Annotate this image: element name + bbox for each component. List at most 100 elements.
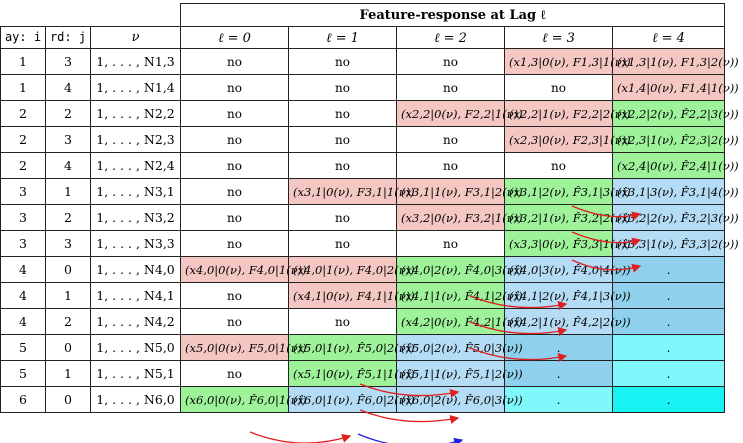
feature-response-pair: (x̂5,0|2(ν), F̂5,0|3(ν)) (401, 340, 523, 355)
cell-lag-1: no (288, 152, 398, 179)
cell-lag-1: (x̂6,0|1(ν), F̂6,0|2(ν)) (288, 386, 415, 413)
no-entry-label: no (227, 158, 242, 173)
cell-claim-range: 1, . . . , N2,2 (89, 100, 182, 127)
cell-lag-0: no (180, 204, 290, 231)
cell-lag-2: (x4,1|1(ν), F̂4,1|2(ν)) (396, 282, 523, 309)
no-entry-label: no (335, 158, 350, 173)
cell-lag-1: no (288, 308, 398, 335)
cell-lag-0: no (180, 74, 290, 101)
header-lag-0: ℓ = 0 (180, 26, 290, 49)
cell-lag-2: (x̂5,1|1(ν), F̂5,1|2(ν)) (396, 360, 523, 387)
no-entry-label: no (227, 106, 242, 121)
cell-lag-0: no (180, 282, 290, 309)
cell-lag-2: (x̂6,0|2(ν), F̂6,0|3(ν)) (396, 386, 523, 413)
no-entry-label: no (227, 314, 242, 329)
feature-response-pair: (x3,1|1(ν), F3,1|2(ν)) (401, 184, 523, 199)
cell-lag-3: (x3,1|2(ν), F̂3,1|3(ν)) (504, 178, 631, 205)
no-entry-label: no (443, 132, 458, 147)
cell-lag-0: no (180, 100, 290, 127)
header-lag-2: ℓ = 2 (396, 26, 506, 49)
cell-accident-year: 4 (0, 308, 46, 335)
feature-response-pair: (x̂5,1|1(ν), F̂5,1|2(ν)) (401, 366, 523, 381)
cell-lag-2: (x̂5,0|2(ν), F̂5,0|3(ν)) (396, 334, 523, 361)
cell-lag-0: no (180, 126, 290, 153)
feature-response-pair: (x6,0|0(ν), F̂6,0|1(ν)) (185, 392, 307, 407)
cell-lag-1: no (288, 230, 398, 257)
cell-accident-year: 5 (0, 360, 46, 387)
cell-lag-2: no (396, 74, 506, 101)
header-col-j: rd: j (45, 26, 91, 49)
feature-response-pair: (x̂4,0|3(ν), F̂4,0|4(ν)) (509, 262, 631, 277)
cell-accident-year: 4 (0, 256, 46, 283)
feature-response-pair: (x3,1|2(ν), F̂3,1|3(ν)) (509, 184, 631, 199)
cell-reporting-delay: 0 (45, 334, 91, 361)
feature-response-pair: (x̂3,2|2(ν), F̂3,2|3(ν)) (617, 210, 739, 225)
cell-lag-3: no (504, 74, 614, 101)
cell-lag-4: . (612, 334, 726, 361)
cell-reporting-delay: 3 (45, 126, 91, 153)
feature-response-pair: (x5,0|0(ν), F5,0|1(ν)) (185, 340, 307, 355)
cell-accident-year: 3 (0, 230, 46, 257)
cell-lag-0: (x4,0|0(ν), F4,0|1(ν)) (180, 256, 307, 283)
cell-lag-0: no (180, 152, 290, 179)
cell-accident-year: 1 (0, 48, 46, 75)
no-entry-label: no (443, 54, 458, 69)
cell-claim-range: 1, . . . , N4,1 (89, 282, 182, 309)
header-col-nu: ν (89, 26, 182, 49)
cell-claim-range: 1, . . . , N5,0 (89, 334, 182, 361)
cell-accident-year: 3 (0, 204, 46, 231)
cell-lag-4: (x2,3|1(ν), F̂2,3|2(ν)) (612, 126, 739, 153)
cell-lag-0: no (180, 308, 290, 335)
feature-response-pair: (x3,2|0(ν), F3,2|1(ν)) (401, 210, 523, 225)
cell-lag-1: no (288, 48, 398, 75)
header-col-j-label: rd: j (49, 30, 87, 44)
header-lag-1: ℓ = 1 (288, 26, 398, 49)
cell-lag-4: (x̂3,1|3(ν), F̂3,1|4(ν)) (612, 178, 739, 205)
cell-reporting-delay: 0 (45, 386, 91, 413)
cell-lag-1: (x4,0|1(ν), F4,0|2(ν)) (288, 256, 415, 283)
cell-reporting-delay: 4 (45, 152, 91, 179)
feature-response-pair: (x2,3|0(ν), F2,3|1(ν)) (509, 132, 631, 147)
header-lag-4: ℓ = 4 (612, 26, 726, 49)
feature-response-pair: (x2,2|0(ν), F2,2|1(ν)) (401, 106, 523, 121)
feature-response-pair: (x3,1|0(ν), F3,1|1(ν)) (293, 184, 415, 199)
placeholder-dot: . (556, 340, 561, 355)
cell-lag-3: . (504, 360, 614, 387)
placeholder-dot: . (666, 314, 671, 329)
cell-accident-year: 4 (0, 282, 46, 309)
placeholder-dot: . (556, 392, 561, 407)
dependency-arrow (357, 433, 464, 443)
no-entry-label: no (227, 54, 242, 69)
cell-lag-3: . (504, 386, 614, 413)
placeholder-dot: . (666, 262, 671, 277)
cell-lag-4: . (612, 386, 726, 413)
no-entry-label: no (335, 132, 350, 147)
no-entry-label: no (335, 210, 350, 225)
no-entry-label: no (227, 366, 242, 381)
cell-lag-4: (x1,4|0(ν), F1,4|1(ν)) (612, 74, 739, 101)
no-entry-label: no (227, 132, 242, 147)
cell-claim-range: 1, . . . , N1,3 (89, 48, 182, 75)
no-entry-label: no (443, 158, 458, 173)
feature-response-pair: (x2,2|2(ν), F̂2,2|3(ν)) (617, 106, 739, 121)
feature-response-pair: (x5,0|1(ν), F̂5,0|2(ν)) (293, 340, 415, 355)
no-entry-label: no (443, 236, 458, 251)
cell-lag-4: (x̂3,3|1(ν), F̂3,3|2(ν)) (612, 230, 739, 257)
cell-lag-1: no (288, 126, 398, 153)
feature-response-pair: (x2,2|1(ν), F2,2|2(ν)) (509, 106, 631, 121)
placeholder-dot: . (666, 288, 671, 303)
no-entry-label: no (551, 158, 566, 173)
cell-lag-2: (x4,2|0(ν), F̂4,2|1(ν)) (396, 308, 523, 335)
feature-response-pair: (x̂3,3|1(ν), F̂3,3|2(ν)) (617, 236, 739, 251)
cell-reporting-delay: 0 (45, 256, 91, 283)
no-entry-label: no (227, 210, 242, 225)
cell-lag-4: . (612, 282, 726, 309)
cell-lag-4: (x̂3,2|2(ν), F̂3,2|3(ν)) (612, 204, 739, 231)
cell-lag-2: (x3,2|0(ν), F3,2|1(ν)) (396, 204, 523, 231)
cell-lag-1: (x5,0|1(ν), F̂5,0|2(ν)) (288, 334, 415, 361)
cell-lag-4: . (612, 360, 726, 387)
no-entry-label: no (335, 80, 350, 95)
